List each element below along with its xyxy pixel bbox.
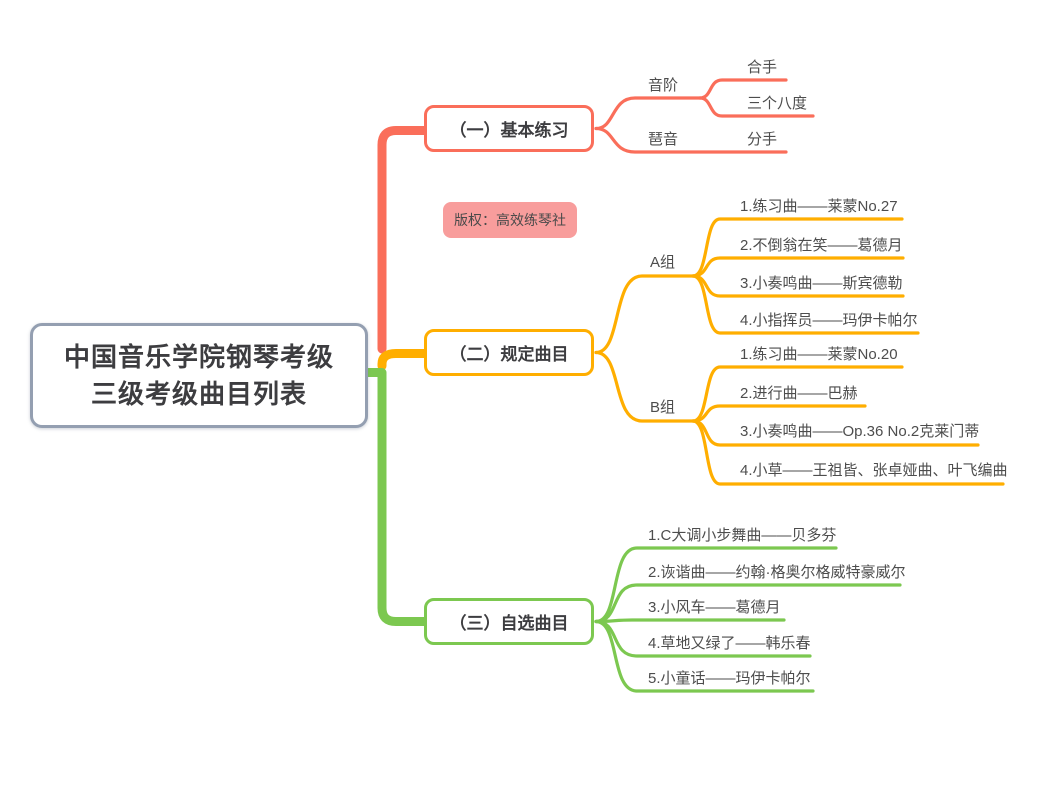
trunk-optional-pieces-line [361,368,432,626]
wire-group-b-item-4-line [691,419,1005,486]
subtopic-group-b[interactable]: B组 [650,399,676,416]
topic-required-pieces[interactable]: （二）规定曲目 [424,329,594,376]
optional-item-5[interactable]: 5.小童话——玛伊卡帕尔 [648,670,811,687]
root-topic[interactable]: 中国音乐学院钢琴考级 三级考级曲目列表 [30,323,368,428]
trunk-required-pieces-line [377,349,432,371]
subtopic-three-octaves[interactable]: 三个八度 [747,95,808,112]
group-a-item-4[interactable]: 4.小指挥员——玛伊卡帕尔 [740,312,918,329]
copyright-note-label: 版权：高效练琴社 [454,212,566,228]
optional-item-2[interactable]: 2.诙谐曲——约翰·格奥尔格威特豪威尔 [648,564,906,581]
group-a-item-2[interactable]: 2.不倒翁在笑——葛德月 [740,237,903,254]
group-b-item-2[interactable]: 2.进行曲——巴赫 [740,385,858,402]
subtopic-scale[interactable]: 音阶 [648,77,679,94]
topic-optional-pieces-label: （三）自选曲目 [449,614,569,633]
wire-arpeggio-hands-separate-line [594,126,788,154]
root-topic-title-line1: 中国音乐学院钢琴考级 [63,341,334,372]
subtopic-hands-separate[interactable]: 分手 [747,131,778,148]
wire-scale-line [594,96,702,131]
wire-optional-item-5-line [594,619,815,693]
topic-basic-practice-label: （一）基本练习 [449,121,569,140]
wire-optional-item-3-line [594,618,786,624]
wire-group-b-item-2-line [691,404,867,423]
wire-group-a-line [594,274,695,355]
topic-optional-pieces[interactable]: （三）自选曲目 [424,598,594,645]
topic-basic-practice[interactable]: （一）基本练习 [424,105,594,152]
subtopic-group-a[interactable]: A组 [650,254,676,271]
group-a-item-3[interactable]: 3.小奏鸣曲——斯宾德勒 [740,275,903,292]
root-topic-title-line2: 三级考级曲目列表 [90,378,307,409]
topic-required-pieces-label: （二）规定曲目 [449,345,569,364]
optional-item-3[interactable]: 3.小风车——葛德月 [648,599,781,616]
optional-item-4[interactable]: 4.草地又绿了——韩乐春 [648,635,811,652]
optional-item-1[interactable]: 1.C大调小步舞曲——贝多芬 [648,527,837,544]
wire-three-octaves-line [698,96,815,118]
subtopic-arpeggio[interactable]: 琶音 [648,131,679,148]
group-a-item-1[interactable]: 1.练习曲——莱蒙No.27 [740,198,898,215]
wire-optional-item-1-line [594,546,838,624]
wire-group-b-line [594,350,695,423]
group-b-item-4[interactable]: 4.小草——王祖皆、张卓娅曲、叶飞编曲 [740,462,1008,479]
copyright-note[interactable]: 版权：高效练琴社 [443,202,577,238]
group-b-item-1[interactable]: 1.练习曲——莱蒙No.20 [740,346,898,363]
group-b-item-3[interactable]: 3.小奏鸣曲——Op.36 No.2克莱门蒂 [740,423,980,440]
wire-group-a-item-4-line [691,274,920,335]
subtopic-hands-together[interactable]: 合手 [747,59,778,76]
trunk-basic-practice-line [377,126,432,354]
